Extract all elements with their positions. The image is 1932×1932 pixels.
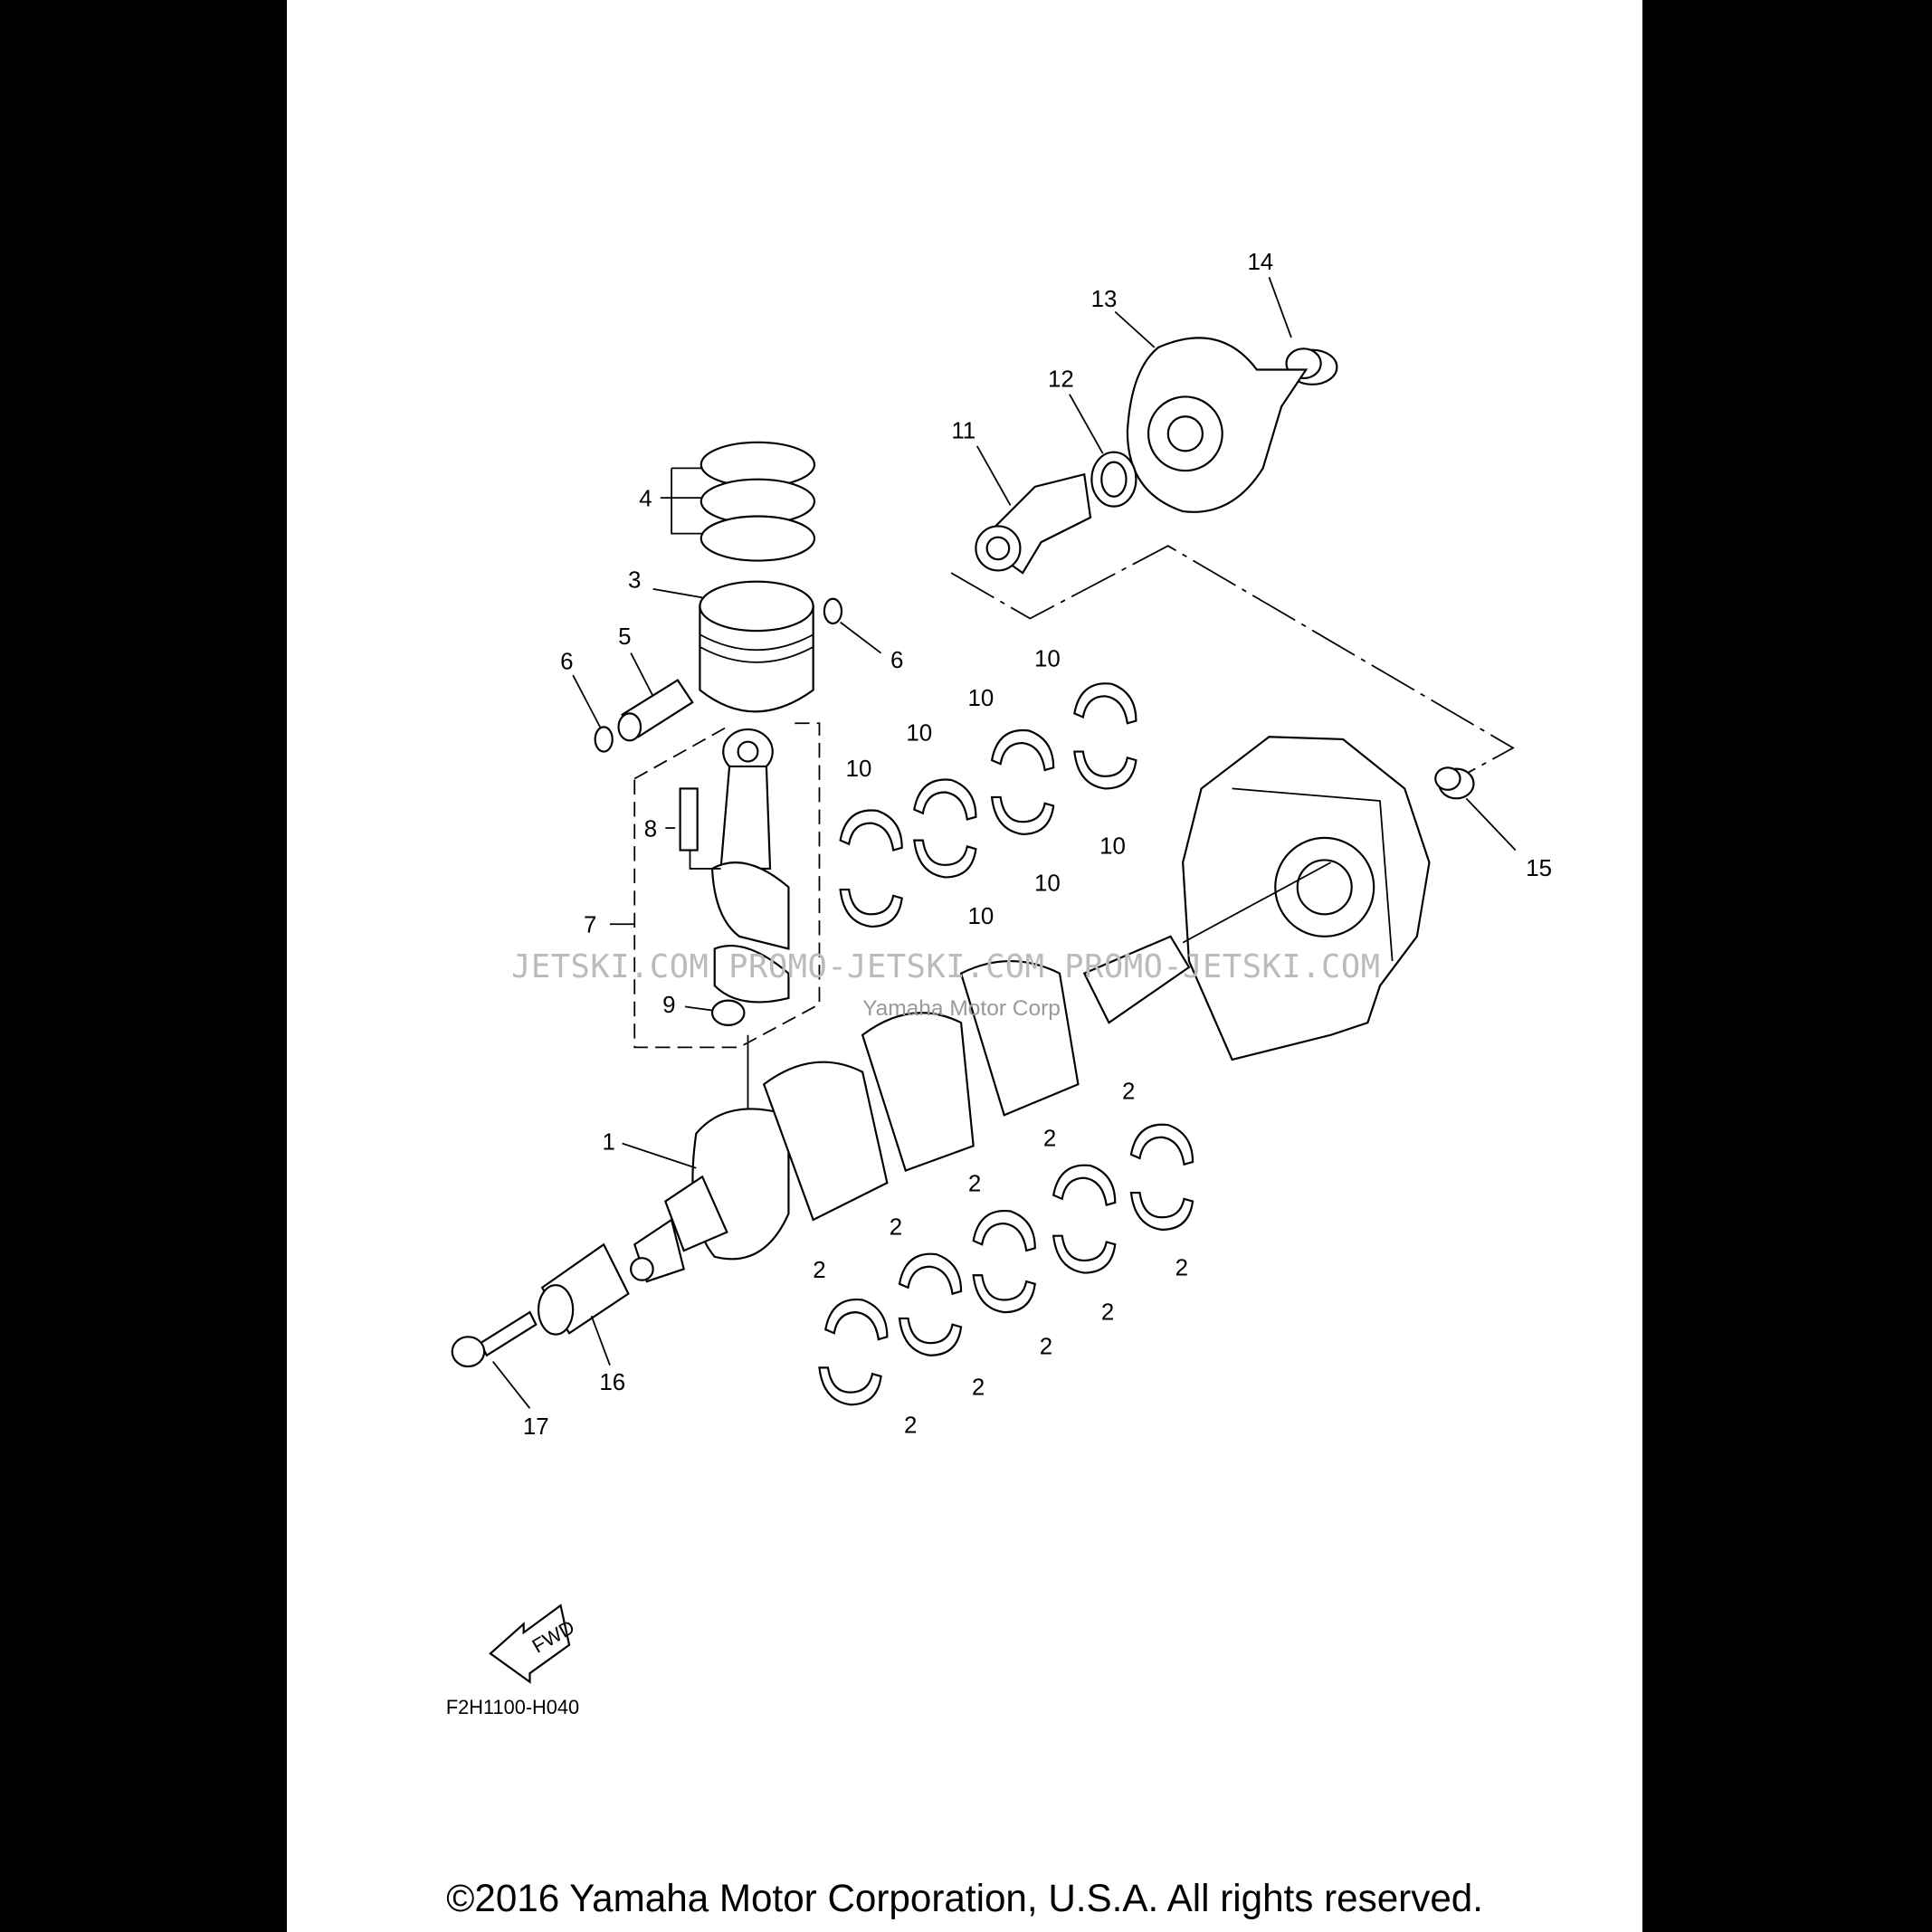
part-16-gear: [537, 1242, 630, 1366]
alignment-chain-line: [950, 545, 1515, 790]
bearing-shell: [1052, 1164, 1117, 1207]
part-15-plug: [1434, 766, 1517, 852]
shaft-axis-line: [1182, 861, 1331, 944]
bearing-shell: [990, 795, 1055, 835]
diagram-page: [287, 0, 1642, 1932]
callout-2: 2: [1101, 1299, 1114, 1325]
callout-9: 9: [662, 993, 675, 1018]
part-9-nut: [684, 999, 749, 1116]
callout-4: 4: [639, 487, 652, 512]
bearing-shell: [1052, 1234, 1117, 1274]
part-8-bolt: [665, 787, 721, 870]
callout-10: 10: [1034, 871, 1061, 896]
fwd-arrow-icon: FWD: [489, 1604, 578, 1684]
callout-7: 7: [584, 913, 596, 938]
part-13-coupler: [1114, 310, 1309, 513]
callout-1: 1: [602, 1129, 614, 1155]
part-7-conrod-assembly-box: [633, 722, 821, 1049]
part-12-ring: [1069, 394, 1137, 508]
callout-16: 16: [599, 1370, 625, 1395]
callout-10: 10: [1034, 647, 1061, 672]
part-11-shaft: [975, 445, 1092, 575]
part-3-piston: [652, 580, 814, 713]
callout-2: 2: [1043, 1126, 1056, 1151]
callout-15: 15: [1526, 856, 1552, 881]
bearing-shell: [1073, 750, 1137, 790]
bearing-shell: [898, 1317, 963, 1356]
callout-8: 8: [644, 817, 657, 842]
callout-13: 13: [1091, 287, 1118, 312]
callout-11: 11: [951, 419, 976, 444]
bearing-shell: [818, 1366, 882, 1406]
bearing-shell: [972, 1274, 1036, 1314]
callout-6: 6: [890, 648, 903, 673]
bearing-shell: [839, 809, 903, 852]
callout-2: 2: [1175, 1255, 1188, 1280]
crankcase-cover: [1182, 736, 1431, 1061]
part-5-piston-pin: [617, 652, 694, 742]
callout-12: 12: [1048, 367, 1074, 393]
callout-10: 10: [967, 686, 994, 711]
part-7-conrod: [710, 728, 790, 1004]
bearing-shell: [1073, 682, 1137, 725]
part-17-bolt: [451, 1310, 538, 1409]
callout-2: 2: [890, 1214, 902, 1240]
callout-10: 10: [846, 757, 872, 782]
bearing-shell: [990, 728, 1055, 772]
part-14-plug: [1268, 277, 1338, 385]
callout-3: 3: [628, 567, 641, 593]
callout-10: 10: [1099, 834, 1126, 860]
callout-5: 5: [618, 624, 631, 650]
callout-2: 2: [904, 1413, 917, 1439]
watermark-faint: Yamaha Motor Corp: [862, 996, 1061, 1021]
callout-2: 2: [1040, 1334, 1052, 1359]
bearing-shell: [913, 839, 977, 879]
bearing-shell: [839, 888, 903, 928]
part-10-bearings: [839, 682, 1137, 928]
bearing-shell: [913, 778, 977, 821]
bearing-shell: [1129, 1191, 1194, 1231]
bearing-shell: [972, 1209, 1036, 1252]
watermark: JETSKI.COM PROMO-JETSKI.COM PROMO-JETSKI…: [511, 948, 1380, 985]
callout-2: 2: [813, 1258, 825, 1283]
callout-6: 6: [560, 649, 573, 674]
bearing-shell: [898, 1252, 963, 1296]
copyright-notice: ©2016 Yamaha Motor Corporation, U.S.A. A…: [446, 1877, 1483, 1919]
callout-2: 2: [1122, 1080, 1135, 1105]
callout-14: 14: [1248, 250, 1274, 275]
bearing-shell: [1129, 1123, 1194, 1166]
callout-10: 10: [906, 720, 932, 746]
part-2-bearings: [818, 1123, 1194, 1406]
callout-17: 17: [523, 1414, 549, 1440]
callout-2: 2: [972, 1375, 985, 1400]
diagram-code: F2H1100-H040: [446, 1696, 579, 1718]
callout-labels: 14 13 12 11 4 3 5 6 6 10 10 10 10 8 10 1…: [523, 250, 1552, 1440]
part-1-crankshaft: [622, 935, 1191, 1283]
callout-10: 10: [967, 904, 994, 929]
bearing-shell: [824, 1299, 889, 1341]
callout-2: 2: [968, 1172, 981, 1197]
part-4-piston-rings: [660, 441, 816, 562]
part-6-clip: [572, 597, 882, 753]
